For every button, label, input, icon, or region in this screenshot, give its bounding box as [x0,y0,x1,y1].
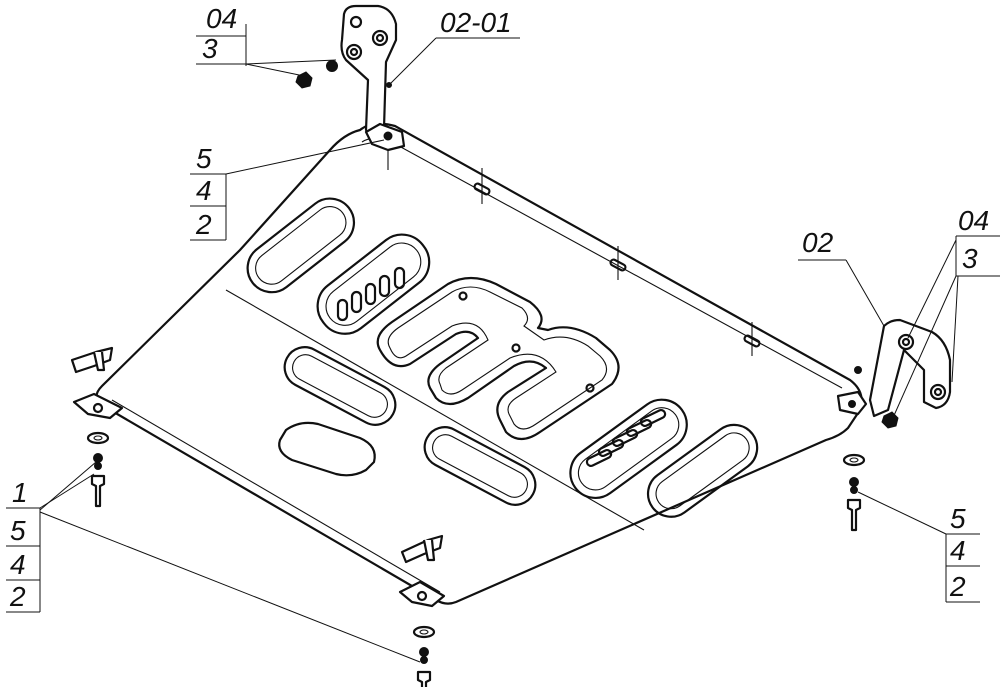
bracket-left [340,4,406,152]
callout-5-front: 5 [196,143,212,174]
vent-slots-2 [585,408,667,468]
skid-plate [95,122,863,605]
callout-2-right: 2 [949,571,966,602]
plate-outline [95,122,863,605]
washer-left-top [326,60,338,72]
nut-right-side [854,366,862,374]
callout-2-left: 2 [9,581,26,612]
rivet-2 [511,343,521,353]
access-hatch [278,421,376,477]
nut-right-bottom [881,411,899,429]
rib-3 [423,426,537,506]
front-right-mount [398,534,446,608]
nut-left-top [295,71,313,89]
callout-1-left: 1 [12,477,28,508]
callout-4-left: 4 [10,549,26,580]
flange-slots [387,148,761,356]
callout-5-right: 5 [950,503,966,534]
rivet-1 [458,291,468,301]
rib-2 [283,346,397,426]
right-bolt-stack [842,453,866,532]
vent-slots-1 [336,266,406,322]
vent-rib-1 [316,233,431,335]
plate-lower-bend [111,399,441,593]
callout-02-right: 02 [802,227,834,258]
front-left-mount [70,346,124,420]
callout-2-front: 2 [195,209,212,240]
leader-lines [6,24,1000,663]
rib-1 [246,197,356,294]
callout-5-left: 5 [10,515,26,546]
callout-4-right: 4 [950,535,966,566]
m-rib [376,276,620,441]
vent-rib-2 [569,398,688,500]
callout-3-left: 3 [202,33,218,64]
center-bolt-stack [412,625,436,687]
callout-3-right: 3 [962,243,978,274]
callout-04-right: 04 [958,205,989,236]
callout-02-01: 02-01 [440,7,512,38]
bracket-right [836,318,952,418]
rib-4 [646,423,759,518]
rivet-3 [585,383,595,393]
left-bolt-stack [86,431,110,508]
callout-04-left: 04 [206,3,237,34]
callout-4-front: 4 [196,175,212,206]
plate-middle-bend [225,289,645,531]
